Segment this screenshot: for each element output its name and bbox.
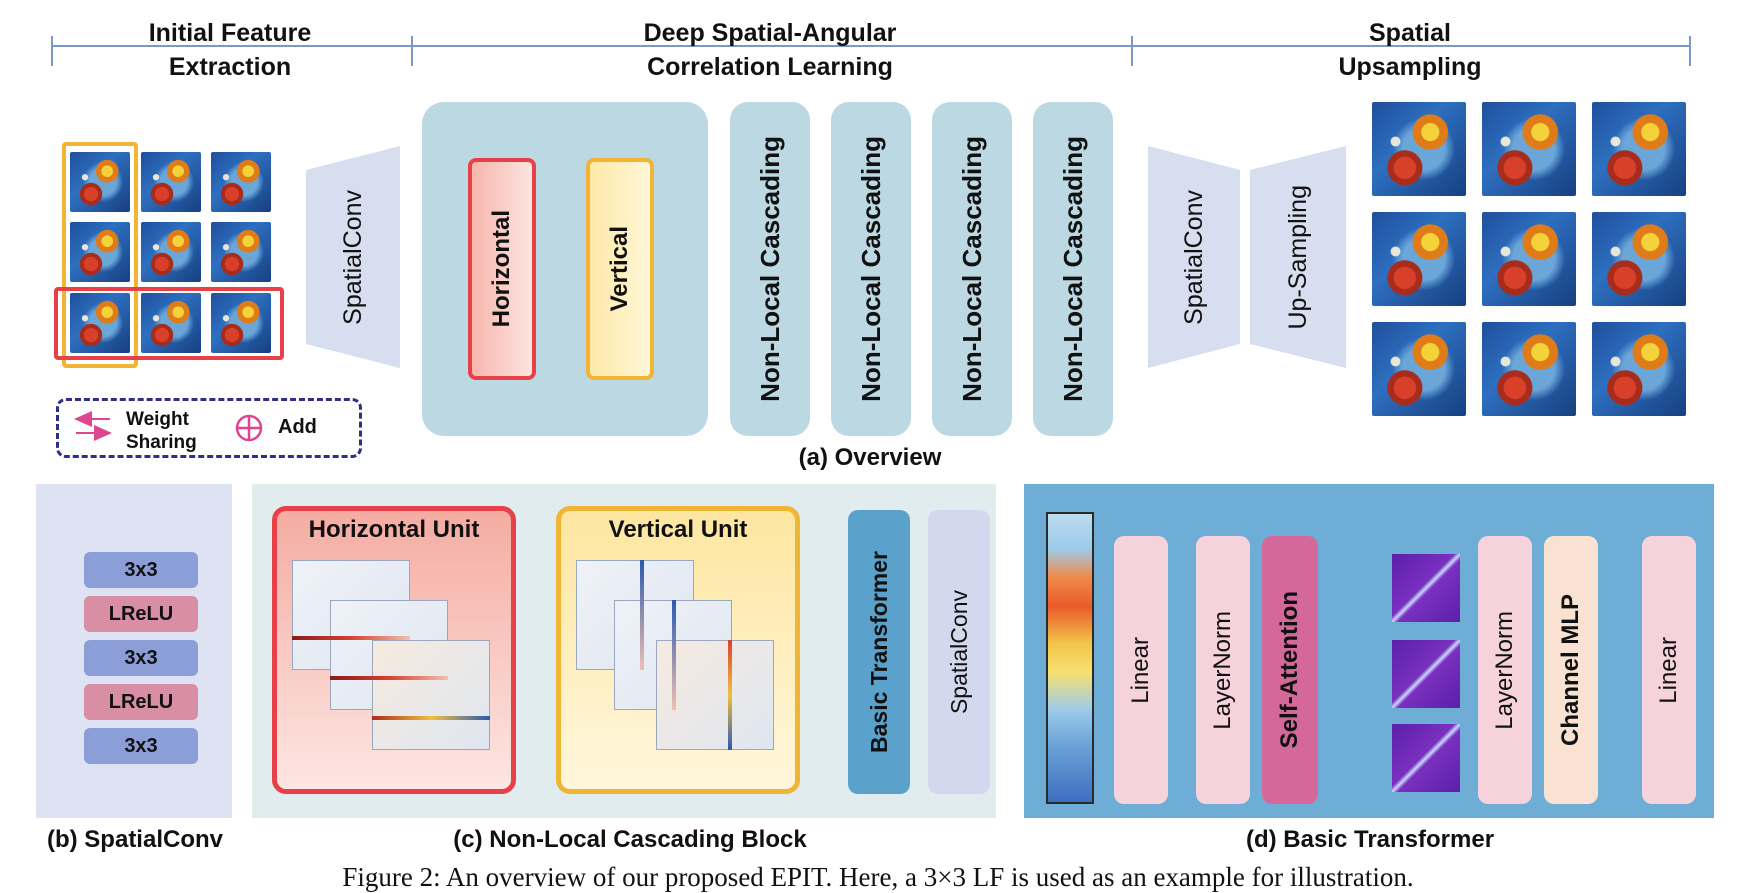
spatialconv-label: SpatialConv: [338, 189, 367, 325]
lf-output-view: [1372, 322, 1466, 416]
non-local-cascading-block-4: Non-Local Cascading: [1033, 102, 1113, 436]
header-initial-line1: Initial Feature: [148, 19, 312, 47]
caption-spatialconv: (b) SpatialConv: [46, 826, 223, 853]
lf-output-view: [1592, 322, 1686, 416]
basic-transformer-box: Basic Transformer: [848, 510, 910, 794]
nlc-spatialconv-label: SpatialConv: [945, 589, 972, 715]
spatialconv-trapezoid: [306, 146, 400, 368]
horizontal-unit-box: Horizontal: [468, 158, 536, 380]
deep-correlation-block: [422, 102, 708, 436]
linear-layer: Linear: [1114, 536, 1168, 804]
layernorm-label: LayerNorm: [1209, 610, 1236, 730]
caption-nlc: (c) Non-Local Cascading Block: [453, 826, 807, 853]
header-deep-line1: Deep Spatial-Angular: [643, 19, 897, 47]
upsampling-trapezoid: [1250, 146, 1346, 368]
lf-output-view: [1592, 102, 1686, 196]
non-local-cascading-block-1: Non-Local Cascading: [730, 102, 810, 436]
spatialconv-upsample-stage: SpatialConv: [1148, 146, 1240, 368]
lf-output-view: [1592, 212, 1686, 306]
lf-output-view: [1372, 102, 1466, 196]
lf-view: [141, 293, 201, 353]
non-local-cascading-block-3: Non-Local Cascading: [932, 102, 1012, 436]
attention-map: [1392, 640, 1460, 708]
lf-output-view: [1482, 322, 1576, 416]
lf-view: [70, 222, 130, 282]
horizontal-epi-line: [330, 676, 448, 680]
caption-overview: (a) Overview: [798, 444, 942, 471]
up-sampling-stage: Up-Sampling: [1250, 146, 1346, 368]
horizontal-epi-line: [372, 716, 490, 720]
non-local-label: Non-Local Cascading: [855, 136, 886, 402]
channel-mlp-label: Channel MLP: [1557, 593, 1584, 746]
lf-view: [70, 293, 130, 353]
lf-view: [211, 293, 271, 353]
horizontal-unit-title: Horizontal Unit: [308, 516, 480, 543]
layernorm-layer-2: LayerNorm: [1478, 536, 1532, 804]
header-initial-feature-extraction: Initial Feature Extraction: [60, 16, 400, 84]
non-local-cascading-block-2: Non-Local Cascading: [831, 102, 911, 436]
attention-map: [1392, 554, 1460, 622]
spatialconv-label-2: SpatialConv: [1179, 189, 1208, 325]
vertical-epi-line: [672, 600, 676, 710]
lrelu-layer: LReLU: [84, 596, 198, 632]
header-initial-line2: Extraction: [168, 53, 292, 81]
horizontal-epi-highlight: [54, 287, 284, 360]
legend: [56, 398, 362, 458]
lf-view: [211, 222, 271, 282]
horizontal-label: Horizontal: [488, 210, 515, 328]
legend-weight-line1: Weight: [126, 409, 189, 430]
header-deep-correlation: Deep Spatial-Angular Correlation Learnin…: [540, 16, 1000, 84]
figure-caption: Figure 2: An overview of our proposed EP…: [342, 862, 1414, 892]
nlc-spatialconv-box: SpatialConv: [928, 510, 990, 794]
header-deep-line2: Correlation Learning: [647, 53, 893, 81]
conv3x3-layer: 3x3: [84, 552, 198, 588]
attention-map: [1392, 724, 1460, 792]
lf-output-view: [1372, 212, 1466, 306]
conv3x3-layer: 3x3: [84, 728, 198, 764]
spatialconv-stage: SpatialConv: [306, 146, 400, 368]
vertical-unit-box: Vertical: [586, 158, 654, 380]
non-local-label: Non-Local Cascading: [754, 136, 785, 402]
header-spatial-line1: Spatial: [1369, 19, 1451, 47]
legend-weight-sharing: Weight Sharing: [126, 408, 197, 454]
horizontal-epi-line: [292, 636, 410, 640]
channel-mlp-layer: Channel MLP: [1544, 536, 1598, 804]
non-local-label: Non-Local Cascading: [1057, 136, 1088, 402]
basic-transformer-label: Basic Transformer: [865, 551, 892, 753]
vertical-epi-line: [640, 560, 644, 670]
lf-output-view: [1482, 102, 1576, 196]
self-attention-label: Self-Attention: [1276, 591, 1303, 749]
lrelu-layer: LReLU: [84, 684, 198, 720]
lf-view: [141, 222, 201, 282]
up-sampling-label: Up-Sampling: [1283, 184, 1312, 330]
header-spatial-line2: Upsampling: [1338, 53, 1482, 81]
lf-output-view: [1482, 212, 1576, 306]
vertical-epi-line: [728, 640, 732, 750]
vertical-epi-highlight: [62, 142, 138, 368]
linear-label-2: Linear: [1655, 636, 1682, 704]
lf-view: [211, 152, 271, 212]
layernorm-layer: LayerNorm: [1196, 536, 1250, 804]
conv3x3-layer: 3x3: [84, 640, 198, 676]
feature-map: [372, 640, 490, 750]
token-sequence-column: [1046, 512, 1094, 804]
self-attention-layer: Self-Attention: [1262, 536, 1318, 804]
caption-transformer: (d) Basic Transformer: [1245, 826, 1495, 853]
linear-label: Linear: [1127, 636, 1154, 704]
linear-layer-2: Linear: [1642, 536, 1696, 804]
legend-add-label: Add: [278, 416, 317, 438]
spatialconv-trapezoid-2: [1148, 146, 1240, 368]
vertical-unit-title: Vertical Unit: [608, 516, 748, 543]
lf-view: [70, 152, 130, 212]
lf-view: [141, 152, 201, 212]
layernorm-label-2: LayerNorm: [1491, 610, 1518, 730]
header-spatial-upsampling: Spatial Upsampling: [1300, 16, 1520, 84]
legend-weight-line2: Sharing: [126, 432, 197, 453]
vertical-label: Vertical: [606, 226, 633, 312]
non-local-label: Non-Local Cascading: [956, 136, 987, 402]
